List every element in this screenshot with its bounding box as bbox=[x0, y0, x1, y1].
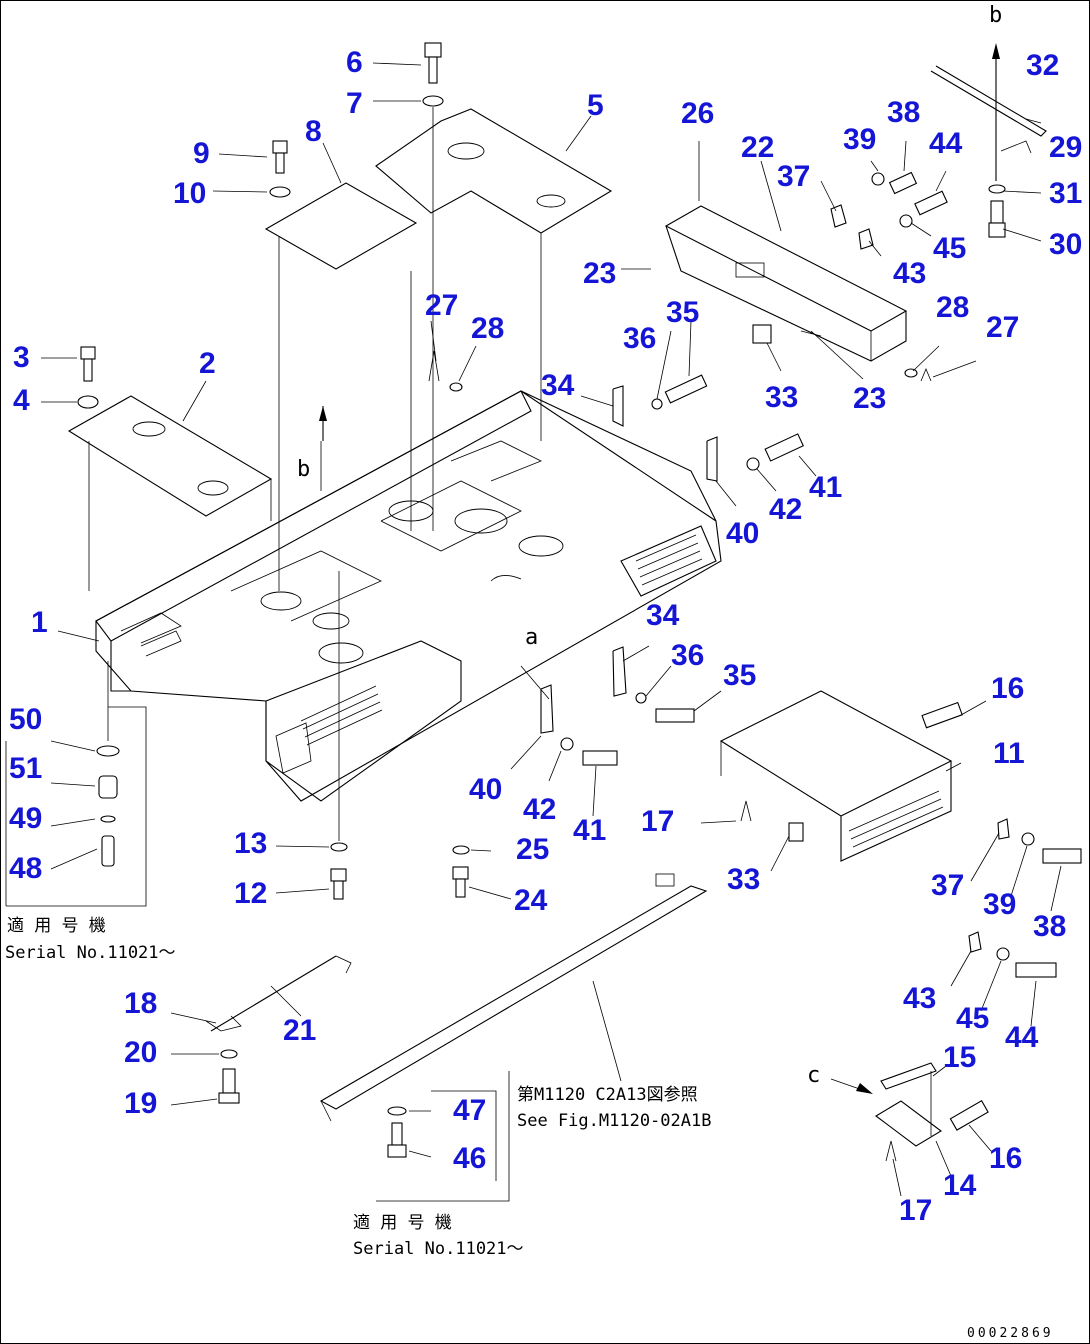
callout-35: 35 bbox=[666, 296, 700, 329]
callout-21: 21 bbox=[283, 1014, 317, 1047]
callout-42: 42 bbox=[769, 493, 803, 526]
callout-24: 24 bbox=[514, 884, 548, 917]
callout-7: 7 bbox=[346, 87, 363, 120]
rod-part-21 bbox=[205, 955, 352, 1032]
callout-9: 9 bbox=[193, 137, 210, 170]
callout-41: 41 bbox=[809, 471, 843, 504]
callout-28-right: 28 bbox=[936, 291, 970, 324]
figure-reference-en: See Fig.M1120-02A1B bbox=[517, 1111, 712, 1131]
callout-27-right: 27 bbox=[986, 311, 1020, 344]
callout-34-lower: 34 bbox=[646, 599, 680, 632]
callout-39-lower: 39 bbox=[983, 888, 1017, 921]
callout-37-lower: 37 bbox=[931, 869, 965, 902]
callout-33-lower: 33 bbox=[727, 863, 761, 896]
callout-19: 19 bbox=[124, 1087, 158, 1120]
callout-17: 17 bbox=[641, 805, 675, 838]
callout-36: 36 bbox=[623, 322, 657, 355]
callout-15: 15 bbox=[943, 1041, 977, 1074]
callout-25: 25 bbox=[516, 833, 550, 866]
callout-26: 26 bbox=[681, 97, 715, 130]
callout-27: 27 bbox=[425, 289, 459, 322]
callout-40: 40 bbox=[726, 517, 760, 550]
callout-45-lower: 45 bbox=[956, 1002, 990, 1035]
callout-10: 10 bbox=[173, 177, 207, 210]
bottom-rail-part bbox=[319, 873, 708, 1122]
serial-note-bottom-ja: 適 用 号 機 bbox=[353, 1213, 452, 1233]
callout-16: 16 bbox=[991, 672, 1025, 705]
view-mark-b-left: b bbox=[297, 457, 311, 482]
callout-6: 6 bbox=[346, 46, 363, 79]
callout-5: 5 bbox=[587, 89, 604, 122]
callout-48: 48 bbox=[9, 852, 43, 885]
callout-13: 13 bbox=[234, 827, 268, 860]
view-mark-c: c bbox=[807, 1063, 821, 1088]
callout-35-lower: 35 bbox=[723, 659, 757, 692]
callout-18: 18 bbox=[124, 987, 158, 1020]
callout-38-lower: 38 bbox=[1033, 910, 1067, 943]
serial-note-left-ja: 適 用 号 機 bbox=[7, 916, 106, 936]
callout-42-lower: 42 bbox=[523, 793, 557, 826]
callout-44-lower: 44 bbox=[1005, 1021, 1039, 1054]
callout-32: 32 bbox=[1026, 49, 1060, 82]
callout-2: 2 bbox=[199, 347, 216, 380]
callout-31: 31 bbox=[1049, 177, 1083, 210]
callout-34: 34 bbox=[541, 369, 575, 402]
serial-note-left-en: Serial No.11021～ bbox=[5, 943, 176, 963]
cover-part-8 bbox=[264, 182, 418, 591]
callout-4: 4 bbox=[13, 384, 30, 417]
callout-23-lower: 23 bbox=[853, 382, 887, 415]
callout-29: 29 bbox=[1049, 131, 1083, 164]
callout-39: 39 bbox=[843, 123, 877, 156]
callout-38: 38 bbox=[887, 96, 921, 129]
cover-part-22 bbox=[664, 205, 908, 362]
callout-49: 49 bbox=[9, 802, 43, 835]
main-frame-part bbox=[95, 390, 722, 802]
callout-50: 50 bbox=[9, 703, 43, 736]
callout-12: 12 bbox=[234, 877, 268, 910]
callout-41-lower: 41 bbox=[573, 814, 607, 847]
figure-reference-ja: 第M1120 C2A13図参照 bbox=[517, 1085, 698, 1105]
callout-45: 45 bbox=[933, 232, 967, 265]
leader-lines bbox=[5, 43, 1062, 1202]
serial-note-bottom-en: Serial No.11021～ bbox=[353, 1239, 524, 1259]
callout-30: 30 bbox=[1049, 228, 1083, 261]
callout-11: 11 bbox=[993, 737, 1025, 770]
brackets-and-clips bbox=[428, 65, 1047, 1162]
callout-16-lower: 16 bbox=[989, 1142, 1023, 1175]
view-mark-a: a bbox=[525, 625, 539, 650]
view-mark-b-top: b bbox=[989, 3, 1003, 28]
callout-36-lower: 36 bbox=[671, 639, 705, 672]
callout-44: 44 bbox=[929, 127, 963, 160]
callout-43-lower: 43 bbox=[903, 982, 937, 1015]
drawing-number: 00022869 bbox=[967, 1326, 1054, 1341]
callout-51: 51 bbox=[9, 752, 43, 785]
callout-33: 33 bbox=[765, 381, 799, 414]
cover-part-2 bbox=[67, 395, 273, 591]
callout-47: 47 bbox=[453, 1094, 487, 1127]
side-cover-part-11 bbox=[719, 690, 953, 862]
callout-43: 43 bbox=[893, 257, 927, 290]
callout-20: 20 bbox=[124, 1036, 158, 1069]
callout-17-lower: 17 bbox=[899, 1194, 933, 1227]
callout-8: 8 bbox=[305, 115, 322, 148]
plate-part-5 bbox=[375, 108, 613, 441]
callout-23: 23 bbox=[583, 257, 617, 290]
callout-1: 1 bbox=[31, 606, 48, 639]
callout-46: 46 bbox=[453, 1142, 487, 1175]
callout-40-lower: 40 bbox=[469, 773, 503, 806]
callout-14: 14 bbox=[943, 1169, 977, 1202]
callout-28: 28 bbox=[471, 312, 505, 345]
fasteners bbox=[77, 42, 1082, 1158]
callout-37: 37 bbox=[777, 160, 811, 193]
callout-22: 22 bbox=[741, 131, 775, 164]
callout-3: 3 bbox=[13, 341, 30, 374]
